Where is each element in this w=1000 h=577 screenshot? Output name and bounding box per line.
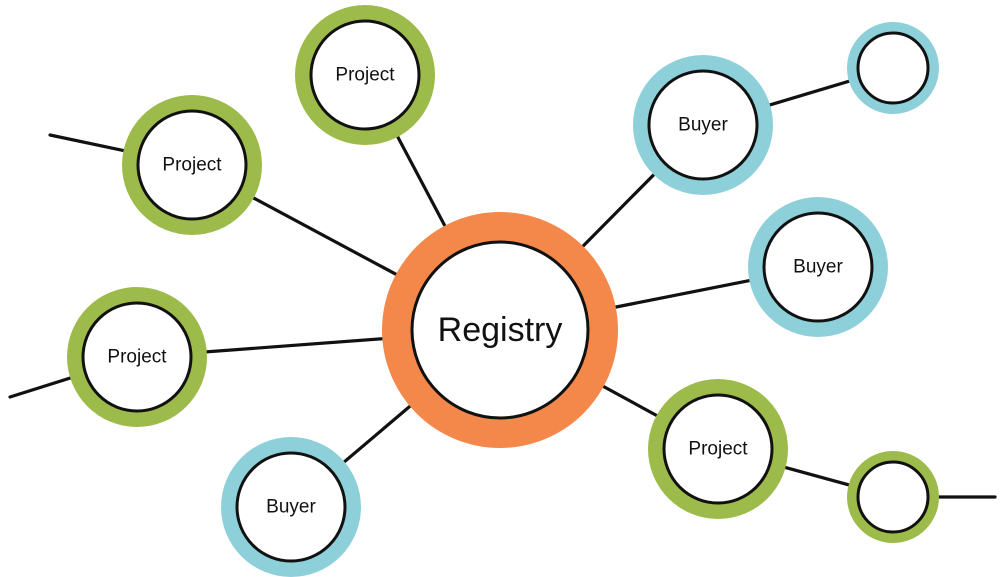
node-inner-buyer-bottom-left [235, 451, 347, 563]
node-inner-unlabeled-bottom-right [856, 460, 930, 534]
node-inner-buyer-top-right [647, 69, 759, 181]
node-label-project-top: Project [335, 65, 395, 86]
node-label-project-upper-left: Project [162, 155, 222, 176]
node-label-buyer-right: Buyer [793, 257, 843, 278]
node-project-upper-left: Project [122, 95, 262, 235]
node-project-left: Project [67, 287, 207, 427]
node-buyer-bottom-left: Buyer [221, 437, 361, 577]
node-label-buyer-bottom-left: Buyer [266, 497, 316, 518]
node-unlabeled-bottom-right [847, 451, 939, 543]
nodes: RegistryProjectProjectProjectBuyerBuyerB… [67, 5, 939, 577]
node-inner-project-left [81, 301, 193, 413]
node-inner-unlabeled-top-right [856, 31, 930, 105]
node-project-bottom-right: Project [648, 379, 788, 519]
node-inner-registry [410, 240, 590, 420]
node-label-registry: Registry [438, 311, 563, 349]
node-inner-project-upper-left [136, 109, 248, 221]
node-inner-project-bottom-right [662, 393, 774, 505]
node-buyer-top-right: Buyer [633, 55, 773, 195]
node-label-project-bottom-right: Project [688, 439, 748, 460]
node-buyer-right: Buyer [748, 197, 888, 337]
node-inner-buyer-right [762, 211, 874, 323]
node-label-project-left: Project [107, 347, 167, 368]
node-label-buyer-top-right: Buyer [678, 115, 728, 136]
node-unlabeled-top-right [847, 22, 939, 114]
node-project-top: Project [295, 5, 435, 145]
node-inner-project-top [309, 19, 421, 131]
node-registry: Registry [382, 212, 618, 448]
